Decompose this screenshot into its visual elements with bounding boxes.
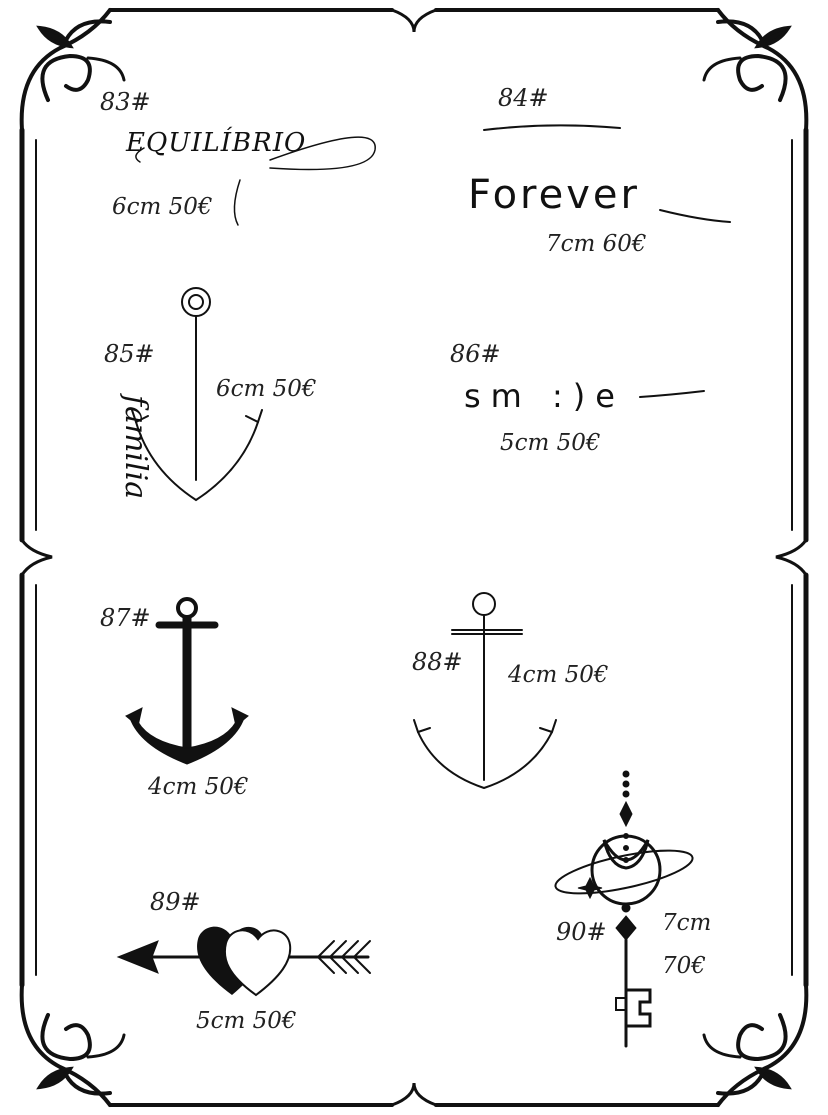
design-85-price: 6cm 50€ <box>216 376 317 402</box>
design-83-number: 83# <box>100 88 151 116</box>
design-90-number: 90# <box>556 918 607 946</box>
design-84-price: 7cm 60€ <box>546 231 647 257</box>
design-89-number: 89# <box>150 888 201 916</box>
design-85-number: 85# <box>104 340 155 368</box>
design-86-flourish <box>639 390 705 398</box>
design-84-flourish <box>483 124 731 223</box>
anchor-icon <box>125 597 249 765</box>
design-87-price: 4cm 50€ <box>148 774 249 800</box>
design-83-flourish <box>135 136 376 226</box>
design-84-lettering: Forever <box>468 172 640 218</box>
design-86-price: 5cm 50€ <box>500 430 601 456</box>
anchor-icon <box>131 287 263 502</box>
design-90-price: 70€ <box>662 953 706 979</box>
design-87-number: 87# <box>100 604 151 632</box>
key-icon <box>554 770 694 1048</box>
design-88-price: 4cm 50€ <box>508 662 609 688</box>
design-83-lettering: EQUILÍBRIO <box>126 128 307 158</box>
design-83-price: 6cm 50€ <box>112 194 213 220</box>
design-89-price: 5cm 50€ <box>196 1008 297 1034</box>
design-90-size: 7cm <box>662 910 712 936</box>
design-86-number: 86# <box>450 340 501 368</box>
heart-icon <box>197 926 292 997</box>
anchor-icon <box>413 592 557 790</box>
design-84-number: 84# <box>498 84 549 112</box>
design-85-lettering: familia <box>118 395 153 500</box>
design-88-number: 88# <box>412 648 463 676</box>
design-86-lettering: sm :)e <box>464 377 625 415</box>
